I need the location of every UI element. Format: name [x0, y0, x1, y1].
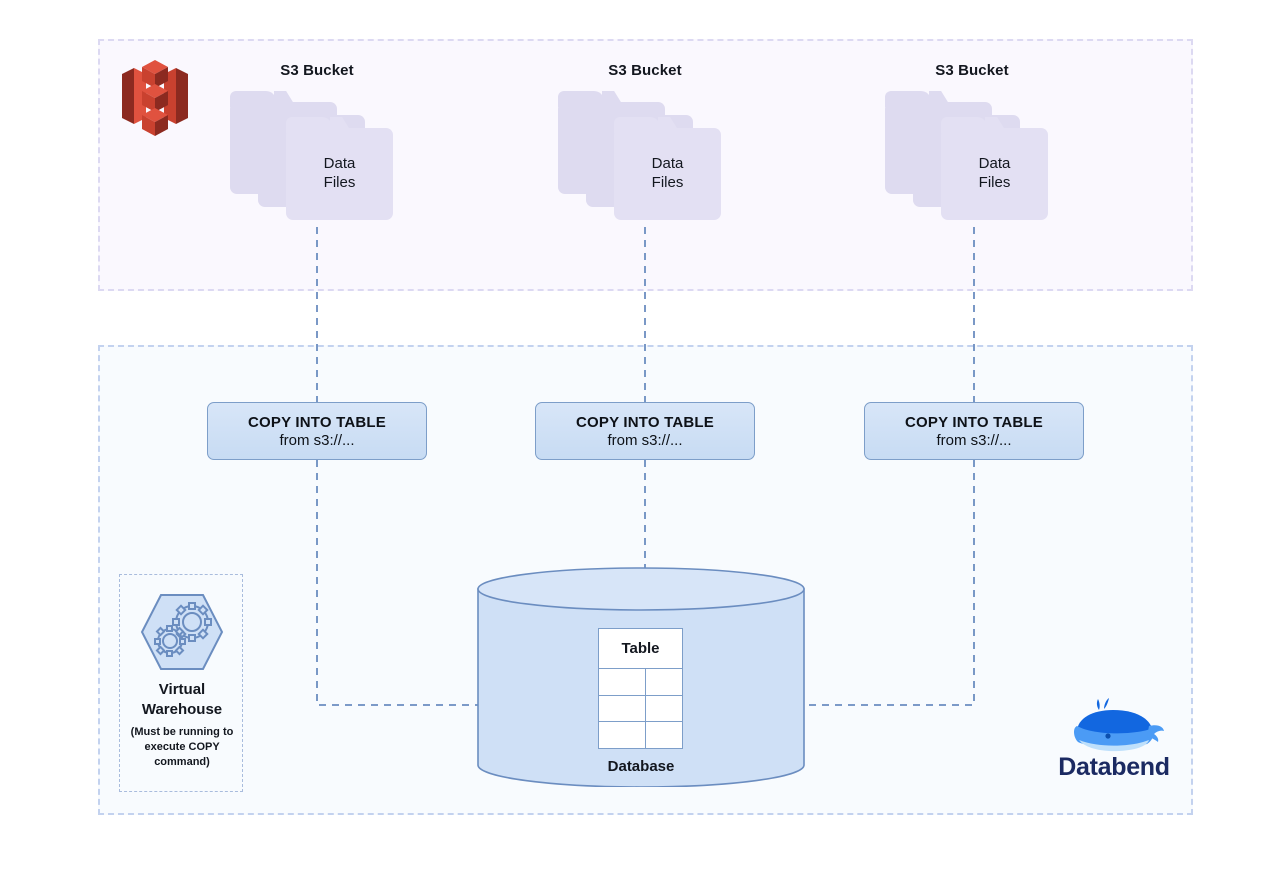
virtual-warehouse-note-line2: to execute COPY	[144, 726, 234, 753]
s3-bucket-label: S3 Bucket	[608, 62, 682, 79]
s3-bucket-label: S3 Bucket	[280, 62, 354, 79]
data-files-label-line2: Files	[978, 174, 1011, 191]
copy-into-table-box-1[interactable]: COPY INTO TABLE from s3://...	[207, 402, 427, 460]
copy-into-table-source: from s3://...	[279, 431, 355, 449]
table-header: Table	[599, 629, 682, 669]
folder-icon	[614, 117, 721, 220]
copy-into-table-source: from s3://...	[936, 431, 1012, 449]
copy-into-table-title: COPY INTO TABLE	[247, 413, 386, 431]
copy-into-table-box-2[interactable]: COPY INTO TABLE from s3://...	[535, 402, 755, 460]
data-files-label: Data Files	[286, 154, 393, 192]
s3-bucket-group-2: S3 Bucket Data Files	[535, 62, 755, 242]
data-files-label-line1: Data	[651, 155, 684, 172]
databend-wordmark: Databend	[1058, 753, 1170, 781]
virtual-warehouse-note-line3: command)	[154, 756, 210, 768]
table-cell	[599, 722, 646, 749]
data-files-label-line1: Data	[978, 155, 1011, 172]
whale-icon	[1074, 698, 1164, 752]
copy-into-table-title: COPY INTO TABLE	[575, 413, 714, 431]
table-cell	[646, 696, 682, 722]
table-cell	[646, 669, 682, 695]
s3-bucket-group-1: S3 Bucket Data Files	[207, 62, 427, 242]
copy-into-table-box-3[interactable]: COPY INTO TABLE from s3://...	[864, 402, 1084, 460]
folder-icon	[286, 117, 393, 220]
data-files-label-line1: Data	[323, 155, 356, 172]
databend-brand: Databend	[1043, 696, 1185, 788]
data-files-folder-stack: Data Files	[885, 91, 1060, 232]
gears-hexagon-icon	[140, 594, 224, 670]
virtual-warehouse-title: Virtual Warehouse	[120, 680, 244, 720]
folder-icon	[941, 117, 1048, 220]
data-files-folder-stack: Data Files	[230, 91, 405, 232]
database-label: Database	[607, 758, 675, 775]
data-files-folder-stack: Data Files	[558, 91, 733, 232]
s3-bucket-label: S3 Bucket	[935, 62, 1009, 79]
virtual-warehouse-title-line2: Warehouse	[141, 701, 223, 718]
data-files-label: Data Files	[941, 154, 1048, 192]
virtual-warehouse-box: Virtual Warehouse (Must be running to ex…	[119, 574, 243, 792]
s3-bucket-group-3: S3 Bucket Data Files	[862, 62, 1082, 242]
table-cell	[599, 695, 646, 721]
virtual-warehouse-note: (Must be running to execute COPY command…	[124, 725, 240, 770]
copy-into-table-title: COPY INTO TABLE	[904, 413, 1043, 431]
table-row	[599, 695, 682, 722]
data-files-label: Data Files	[614, 154, 721, 192]
data-files-label-line2: Files	[651, 174, 684, 191]
table-row	[599, 669, 682, 696]
table-row	[599, 722, 682, 749]
table-cell	[646, 722, 682, 749]
virtual-warehouse-title-line1: Virtual	[158, 681, 206, 698]
database-table: Table	[598, 628, 683, 749]
data-files-label-line2: Files	[323, 174, 356, 191]
aws-s3-icon	[122, 60, 188, 136]
table-cell	[599, 669, 646, 695]
virtual-warehouse-note-line1: (Must be running	[130, 726, 220, 738]
copy-into-table-source: from s3://...	[607, 431, 683, 449]
